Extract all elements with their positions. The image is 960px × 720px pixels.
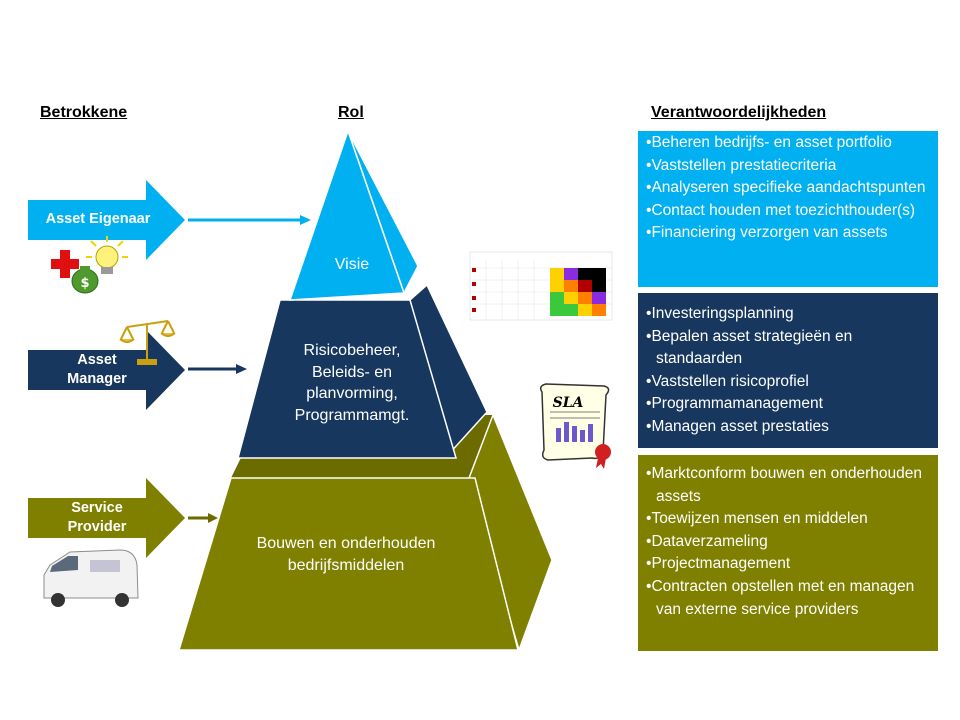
header-rol: Rol bbox=[338, 104, 364, 121]
header-verantwoordelijkheden: Verantwoordelijkheden bbox=[651, 104, 827, 121]
list-item: Contact houden met toezichthouder(s) bbox=[646, 200, 934, 223]
list-item: Beheren bedrijfs- en asset portfolio bbox=[646, 132, 934, 155]
list-item: Marktconform bouwen en onderhouden asset… bbox=[646, 463, 934, 508]
pyramid-tier-middle bbox=[237, 283, 488, 459]
pyramid-label-middle-line3: planvorming, bbox=[306, 385, 398, 402]
label-service-provider-line1: Service bbox=[71, 500, 123, 516]
list-item: Investeringsplanning bbox=[646, 303, 934, 326]
list-item: Financiering verzorgen van assets bbox=[646, 222, 934, 245]
label-asset-eigenaar: Asset Eigenaar bbox=[45, 211, 151, 227]
list-item: Projectmanagement bbox=[646, 553, 934, 576]
connector-eigenaar bbox=[188, 215, 311, 225]
pyramid-label-middle-line4: Programmamgt. bbox=[294, 406, 410, 424]
list-item: Programmamanagement bbox=[646, 393, 934, 416]
light-bulb-icon bbox=[86, 236, 128, 274]
list-item: Contracten opstellen met en managen van … bbox=[646, 576, 934, 621]
label-service-provider: Service Provider bbox=[58, 499, 136, 537]
label-service-provider-line2: Provider bbox=[67, 519, 127, 535]
arrow-service-provider bbox=[28, 478, 185, 558]
pyramid-label-middle: Risicobeheer, Beleids- en planvorming, P… bbox=[262, 340, 442, 426]
connector-manager bbox=[188, 364, 247, 374]
list-item: Dataverzameling bbox=[646, 531, 934, 554]
arrow-asset-manager bbox=[28, 330, 185, 410]
list-item: Analyseren specifieke aandachtspunten bbox=[646, 177, 934, 200]
responsibilities-eigenaar-box: Beheren bedrijfs- en asset portfolio Vas… bbox=[638, 131, 938, 287]
sla-text: SLA bbox=[553, 395, 584, 411]
pyramid-label-bottom-line2: bedrijfsmiddelen bbox=[287, 557, 405, 574]
list-item: Bepalen asset strategieën en standaarden bbox=[646, 326, 934, 371]
list-item: Vaststellen prestatiecriteria bbox=[646, 155, 934, 178]
risk-matrix-icon bbox=[469, 251, 613, 321]
list-item: Toewijzen mensen en middelen bbox=[646, 508, 934, 531]
pyramid-label-middle-line2: Beleids- en bbox=[311, 363, 393, 381]
label-asset-manager-line1: Asset bbox=[77, 352, 117, 368]
arrow-asset-eigenaar bbox=[28, 180, 185, 260]
pyramid-tier-top bbox=[288, 128, 419, 301]
balance-scale-icon bbox=[119, 320, 176, 365]
medical-cross-icon bbox=[51, 250, 79, 278]
pyramid-label-middle-line1: Risicobeheer, bbox=[303, 342, 401, 359]
responsibilities-provider-box: Marktconform bouwen en onderhouden asset… bbox=[638, 455, 938, 651]
pyramid-label-bottom-line1: Bouwen en onderhouden bbox=[256, 535, 436, 552]
money-bag-icon: $ bbox=[71, 266, 99, 294]
header-betrokkene: Betrokkene bbox=[40, 104, 128, 121]
pyramid-label-visie: Visie bbox=[334, 256, 370, 273]
label-asset-manager-line2: Manager bbox=[67, 371, 127, 387]
list-item: Managen asset prestaties bbox=[646, 416, 934, 439]
delivery-van-icon bbox=[43, 549, 139, 607]
list-item: Vaststellen risicoprofiel bbox=[646, 371, 934, 394]
connector-provider bbox=[188, 513, 218, 523]
svg-text:$: $ bbox=[80, 276, 89, 291]
pyramid-label-bottom: Bouwen en onderhouden bedrijfsmiddelen bbox=[226, 533, 466, 577]
label-asset-manager: Asset Manager bbox=[58, 351, 136, 389]
sla-certificate-icon: SLA bbox=[539, 383, 611, 469]
responsibilities-manager-box: Investeringsplanning Bepalen asset strat… bbox=[638, 293, 938, 448]
